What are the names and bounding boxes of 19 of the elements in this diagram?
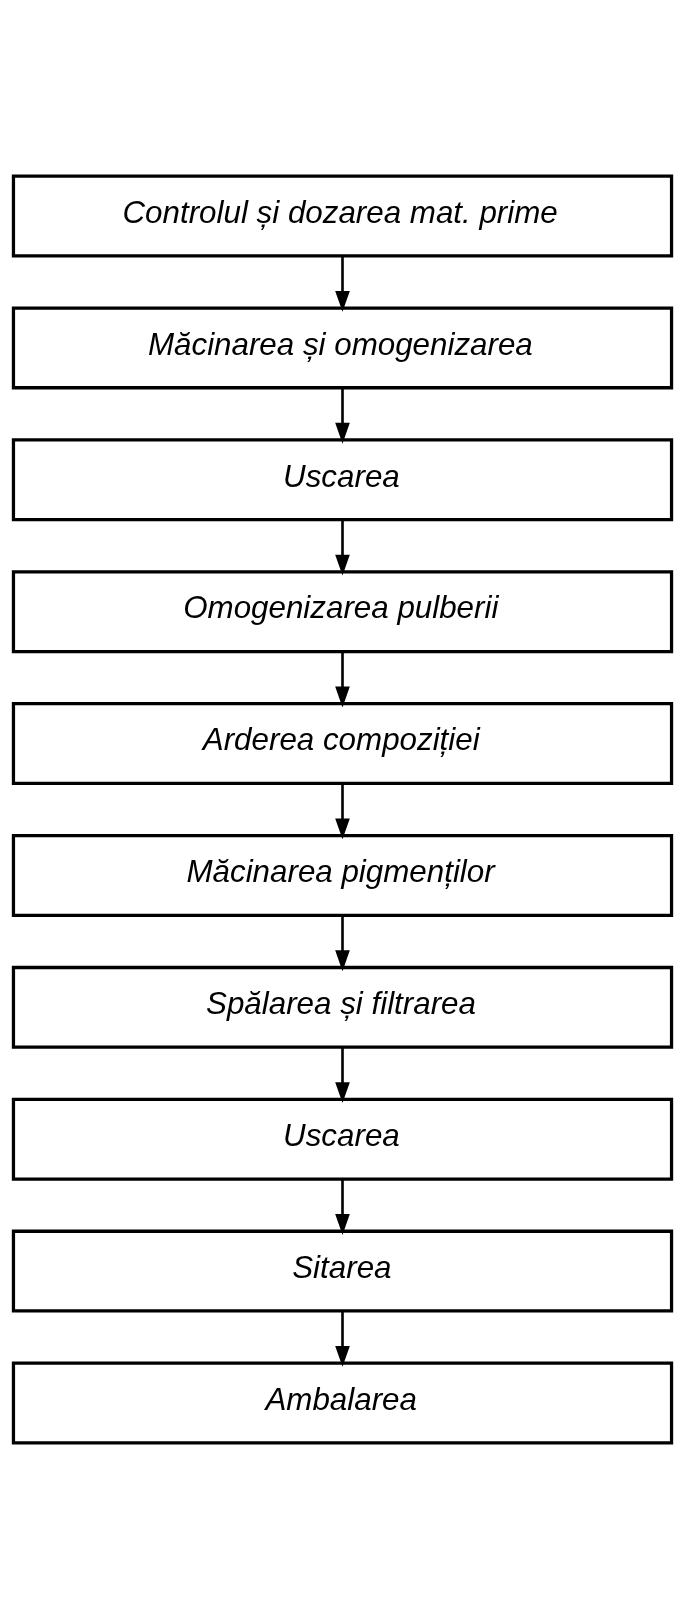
node-box: Arderea compoziției — [11, 701, 674, 785]
arrow — [335, 1178, 350, 1235]
arrow — [335, 519, 350, 576]
node-box: Măcinarea și omogenizarea — [11, 305, 674, 389]
node-box: Sitarea — [11, 1229, 674, 1313]
arrow — [335, 651, 350, 707]
arrow — [335, 255, 350, 312]
arrow — [335, 783, 350, 839]
arrow — [335, 1310, 350, 1367]
arrow — [335, 387, 350, 444]
node-box: Măcinarea pigmenților — [11, 833, 674, 917]
arrow — [335, 1046, 350, 1103]
node-box: Spălarea și filtrarea — [11, 965, 674, 1049]
node-box: Uscarea — [11, 1097, 674, 1181]
node-box: Controlul și dozarea mat. prime — [11, 174, 674, 257]
arrow — [335, 915, 350, 971]
node-box: Omogenizarea pulberii — [11, 569, 674, 653]
node-box: Uscarea — [11, 437, 674, 521]
node-box: Ambalarea — [11, 1361, 674, 1444]
